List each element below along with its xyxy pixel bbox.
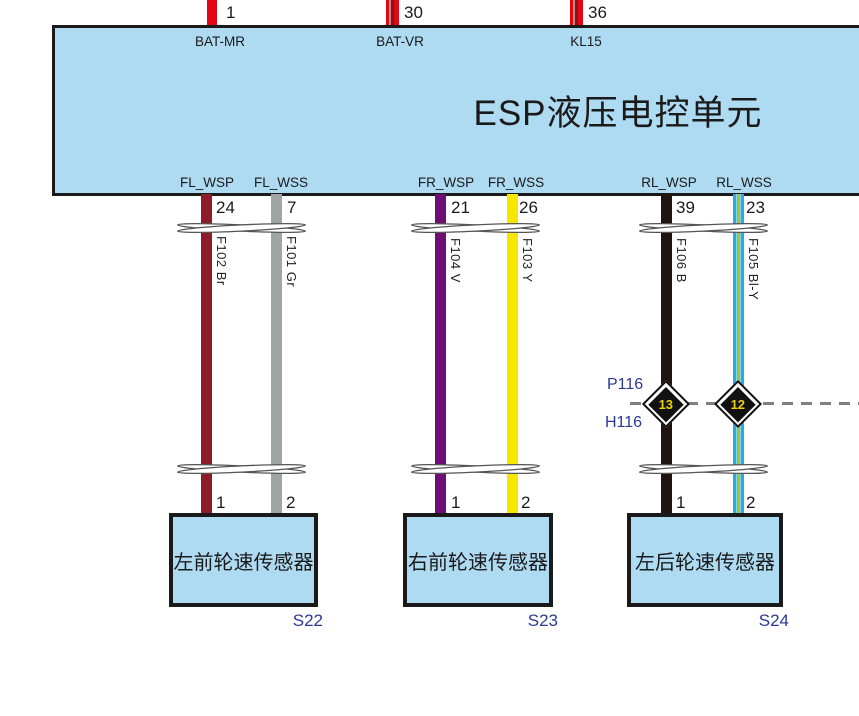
ecu-top-pin-label-kl15: KL15 bbox=[570, 34, 602, 49]
wire-bat-vr bbox=[386, 0, 399, 27]
ecu-pin-number-39: 39 bbox=[676, 198, 695, 217]
ecu-pin-label-fl-wss: FL_WSS bbox=[253, 175, 309, 190]
ecu-top-pin-label-bat-vr: BAT-VR bbox=[376, 34, 424, 49]
ecu-pin-label-fl-wsp: FL_WSP bbox=[179, 175, 235, 190]
wire-f102-br bbox=[201, 194, 212, 514]
wire-f101-gr bbox=[271, 194, 282, 514]
connector-pin-number-13: 13 bbox=[658, 396, 674, 412]
twisted-pair-icon bbox=[176, 222, 307, 234]
twisted-pair-icon bbox=[176, 463, 307, 475]
wire-f103-y bbox=[507, 194, 518, 514]
wire-name-f104-v: F104 V bbox=[448, 238, 463, 283]
wire-f106-b bbox=[661, 194, 672, 514]
connector-pin-diamond-13: 13 bbox=[641, 379, 691, 429]
connector-label-h116: H116 bbox=[605, 414, 643, 431]
wire-f104-v bbox=[435, 194, 446, 514]
ecu-pin-label-fr-wss: FR_WSS bbox=[487, 175, 545, 190]
ecu-pin-number-23: 23 bbox=[746, 198, 765, 217]
sensor-rl-pin-1: 1 bbox=[676, 493, 686, 512]
wire-name-f103-y: F103 Y bbox=[520, 238, 535, 283]
ecu-pin-number-26: 26 bbox=[519, 198, 538, 217]
twisted-pair-icon bbox=[410, 222, 541, 234]
twisted-pair-icon bbox=[410, 463, 541, 475]
sensor-box-front-right: 右前轮速传感器 bbox=[403, 513, 553, 607]
sensor-ref-s24: S24 bbox=[758, 611, 789, 630]
wire-kl15 bbox=[570, 0, 583, 27]
connector-label-p116: P116 bbox=[607, 376, 644, 393]
sensor-box-rear-left: 左后轮速传感器 bbox=[627, 513, 783, 607]
wire-name-f105-bl-y: F105 Bl-Y bbox=[746, 238, 761, 301]
ecu-top-pin-label-bat-mr: BAT-MR bbox=[195, 34, 245, 49]
ecu-pin-number-7: 7 bbox=[287, 198, 297, 217]
sensor-name-rear-left: 左后轮速传感器 bbox=[635, 551, 775, 574]
wire-name-f101-gr: F101 Gr bbox=[284, 236, 299, 288]
ecu-pin-label-fr-wsp: FR_WSP bbox=[417, 175, 475, 190]
sensor-rl-pin-2: 2 bbox=[746, 493, 756, 512]
twisted-pair-icon bbox=[638, 463, 769, 475]
ecu-pin-label-rl-wss: RL_WSS bbox=[716, 175, 772, 190]
wire-name-f102-br: F102 Br bbox=[214, 236, 229, 286]
ecu-top-pin-number-36: 36 bbox=[588, 3, 607, 22]
sensor-ref-s22: S22 bbox=[292, 611, 323, 630]
sensor-name-front-right: 右前轮速传感器 bbox=[408, 551, 548, 574]
ecu-pin-number-21: 21 bbox=[451, 198, 470, 217]
sensor-ref-s23: S23 bbox=[527, 611, 558, 630]
sensor-fr-pin-2: 2 bbox=[521, 493, 531, 512]
wire-f105-bl-y bbox=[733, 194, 744, 514]
ecu-pin-label-rl-wsp: RL_WSP bbox=[641, 175, 697, 190]
sensor-fl-pin-2: 2 bbox=[286, 493, 296, 512]
wire-bat-mr bbox=[207, 0, 217, 27]
twisted-pair-icon bbox=[638, 222, 769, 234]
sensor-name-front-left: 左前轮速传感器 bbox=[173, 551, 314, 574]
ecu-pin-number-24: 24 bbox=[216, 198, 235, 217]
ecu-title: ESP液压电控单元 bbox=[473, 94, 763, 133]
ecu-top-pin-number-1: 1 bbox=[226, 3, 236, 22]
connector-pin-number-12: 12 bbox=[730, 396, 746, 412]
sensor-box-front-left: 左前轮速传感器 bbox=[169, 513, 318, 607]
connector-pin-diamond-12: 12 bbox=[713, 379, 763, 429]
ecu-top-pin-number-30: 30 bbox=[404, 3, 423, 22]
esp-ecu-box: BAT-MR BAT-VR KL15 FL_WSP FL_WSS FR_WSP … bbox=[52, 25, 859, 196]
sensor-fl-pin-1: 1 bbox=[216, 493, 226, 512]
wire-name-f106-b: F106 B bbox=[674, 238, 689, 283]
sensor-fr-pin-1: 1 bbox=[451, 493, 461, 512]
